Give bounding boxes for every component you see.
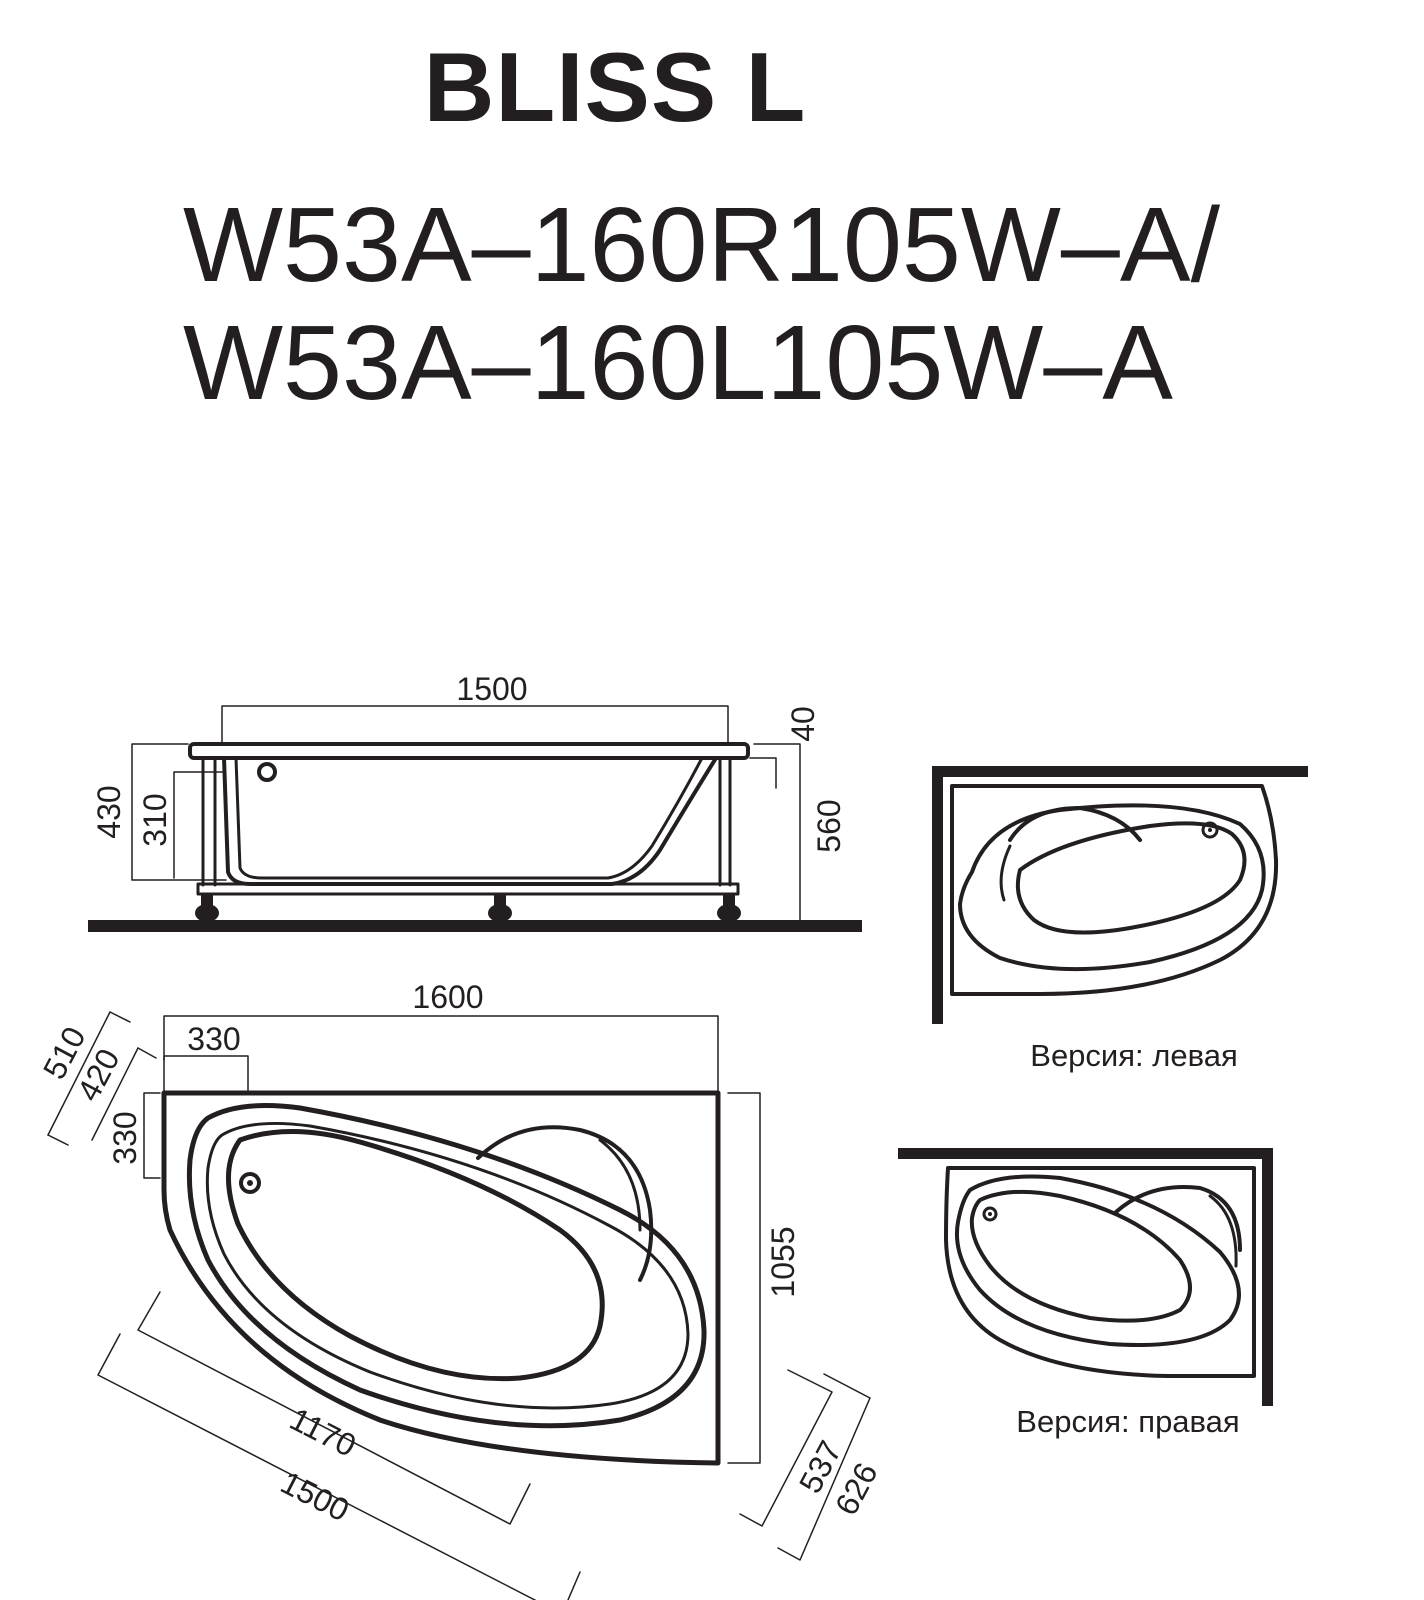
dim-1170-label: 1170 [284,1401,362,1464]
right-version-diagram [898,1148,1273,1406]
wall-left [932,766,943,1024]
rim [188,742,750,760]
dim-40-line [749,757,777,789]
dim-1600-label: 1600 [412,979,483,1015]
dim-1500-diag-label: 1500 [275,1464,355,1528]
top-outer [161,1090,721,1466]
wall-top [934,766,1308,777]
dim-310-line [173,771,223,879]
side-view [88,705,862,932]
left-drain-icon [1201,821,1219,839]
top-view [47,1011,871,1600]
dim-1500-label: 1500 [456,671,527,707]
right-drain-icon [982,1206,998,1222]
dim-40-label: 40 [785,706,821,742]
drain-icon [239,1172,261,1194]
right-tub-basin [969,1189,1192,1323]
right-tub-rim [955,1174,1241,1347]
overflow-icon [257,762,277,782]
tub-profile [222,756,718,886]
dim-560-line [753,743,801,921]
dim-1170-line [137,1291,531,1525]
dim-1500-line [221,705,729,745]
dim-330-side-line [143,1092,161,1179]
dim-430-label: 430 [91,785,127,838]
dim-330-side-label: 330 [107,1111,143,1164]
dim-537-line [739,1369,833,1527]
top-rim [186,1103,707,1429]
wall-right [1262,1148,1273,1406]
left-tub-basin [1015,821,1247,935]
model-code-right: W53A–160R105W–A/ [183,186,1221,304]
dim-1055-label: 1055 [765,1226,801,1297]
wall-top-right [898,1148,1272,1159]
feet [195,894,741,922]
dim-1500-diag-line [97,1333,581,1600]
left-version-diagram [932,766,1308,1024]
dim-330-top-line [163,1055,249,1094]
dim-1055-line [727,1092,761,1464]
dim-1600-line [163,1015,719,1094]
floor-line [88,920,862,932]
product-title: BLISS L [423,32,807,142]
model-code-left: W53A–160L105W–A [183,304,1173,422]
dim-430-line [131,743,227,881]
dim-626-line [777,1373,871,1561]
dim-310-label: 310 [137,793,173,846]
right-tub-outer [944,1166,1256,1378]
dim-510-line [47,1011,111,1136]
dim-420-line [91,1047,139,1141]
left-version-caption: Версия: левая [1030,1038,1237,1073]
dim-330-top-label: 330 [187,1021,240,1057]
left-tub-outer [950,784,1279,996]
left-tub-rim [958,803,1266,972]
top-basin [226,1129,605,1382]
right-version-caption: Версия: правая [1016,1404,1239,1439]
headrest-outer [476,1125,654,1282]
dim-560-label: 560 [811,799,847,852]
